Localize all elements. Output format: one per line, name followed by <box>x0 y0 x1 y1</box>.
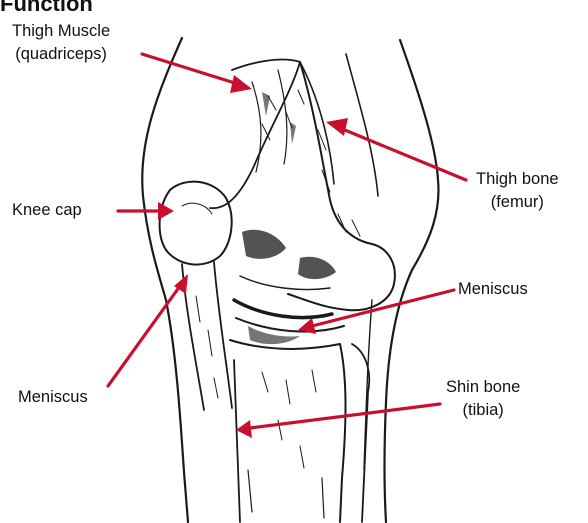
label-thigh-muscle: Thigh Muscle (quadriceps) <box>12 20 110 66</box>
label-thigh-muscle-line1: Thigh Muscle <box>12 20 110 43</box>
arrow-meniscus-left <box>108 286 180 386</box>
label-thigh-bone: Thigh bone (femur) <box>476 168 559 214</box>
label-meniscus-left: Meniscus <box>18 386 88 409</box>
leg-outline-right <box>385 40 439 522</box>
leg-outline-back <box>346 54 378 196</box>
label-shin-bone-line1: Shin bone <box>446 376 520 399</box>
label-knee-cap: Knee cap <box>12 199 82 222</box>
label-thigh-muscle-line2: (quadriceps) <box>12 43 110 66</box>
fibula-bone <box>352 344 369 522</box>
arrow-thigh-muscle <box>142 54 238 84</box>
label-thigh-bone-line1: Thigh bone <box>476 168 559 191</box>
label-shin-bone-line2: (tibia) <box>446 399 520 422</box>
kneecap <box>160 182 232 265</box>
label-shin-bone: Shin bone (tibia) <box>446 376 520 422</box>
label-meniscus-right: Meniscus <box>458 278 528 301</box>
meniscus-medial <box>234 300 332 318</box>
arrow-thigh-bone <box>340 128 466 180</box>
label-thigh-bone-line2: (femur) <box>476 191 559 214</box>
